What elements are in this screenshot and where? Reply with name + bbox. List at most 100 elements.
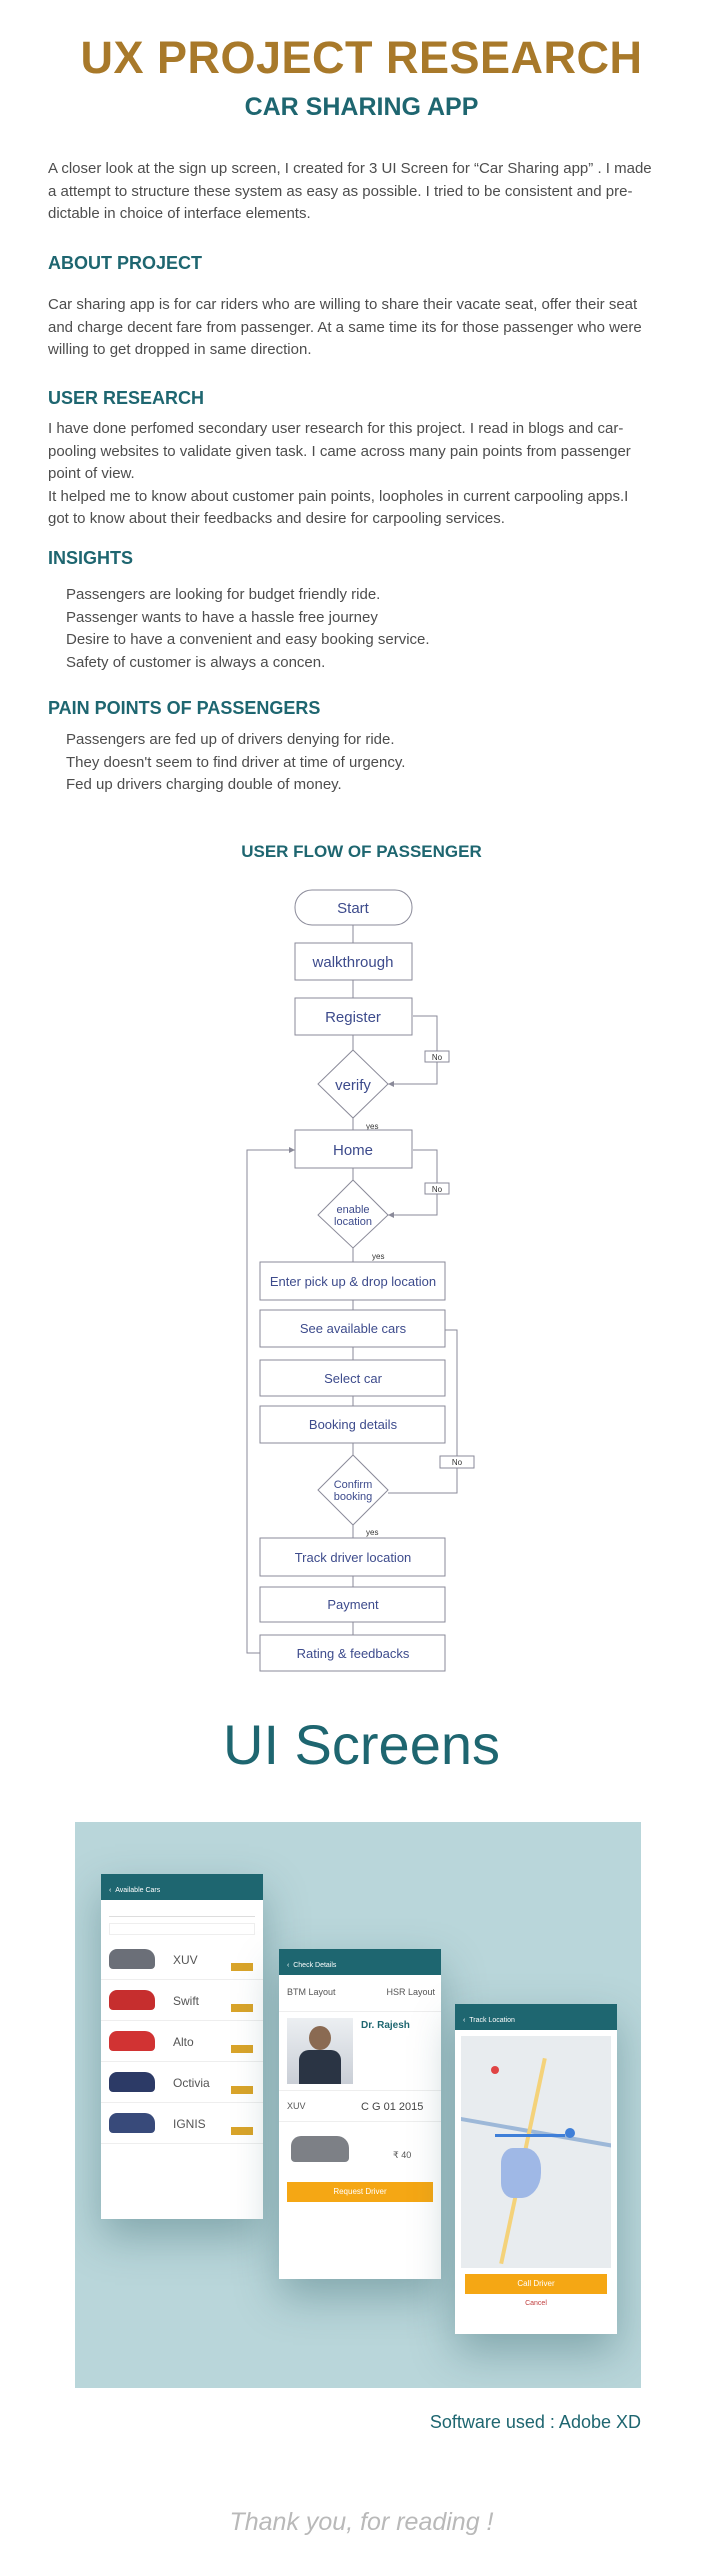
intro-line: dictable in choice of interface elements… (48, 205, 311, 222)
route-line (495, 2134, 565, 2137)
screen-header: ‹ Check Details (279, 1957, 441, 1975)
page-subtitle: CAR SHARING APP (244, 93, 479, 121)
status-bar (101, 1874, 263, 1882)
car-image (109, 1990, 155, 2010)
flow-node-start: Start (337, 900, 370, 917)
flow-node-rating: Rating & feedbacks (297, 1646, 410, 1661)
book-button (231, 2127, 253, 2135)
flow-label-yes: yes (366, 1528, 378, 1537)
driver-suit (299, 2050, 341, 2084)
status-bar (279, 1949, 441, 1957)
list-item: Passenger wants to have a hassle free jo… (66, 608, 378, 626)
intro-paragraph: A closer look at the sign up screen, I c… (48, 158, 688, 226)
map-lake (501, 2148, 541, 2198)
car-image (109, 2072, 155, 2092)
page-title: UX PROJECT RESEARCH (80, 32, 643, 83)
flow-node-payment: Payment (327, 1597, 379, 1612)
car-name: Alto (173, 2035, 194, 2049)
car-plate: C G 01 2015 (361, 2101, 424, 2113)
car-image (109, 2113, 155, 2133)
research-line: pooling websites to validate given task.… (48, 442, 631, 460)
list-item: Fed up drivers charging double of money. (66, 776, 342, 793)
list-item: XUV (101, 1939, 263, 1980)
search-bar (109, 1906, 255, 1917)
car-detail-row: XUV C G 01 2015 (279, 2091, 441, 2122)
screen-header-title: Track Location (469, 2017, 515, 2024)
about-line: and charge decent fare from passenger. A… (48, 318, 642, 336)
cancel-link: Cancel (525, 2300, 547, 2307)
pain-points-list: Passengers are fed up of drivers denying… (66, 729, 686, 797)
screen-track-location: ‹ Track Location Call Driver Cancel (455, 2004, 617, 2334)
research-line: point of view. (48, 465, 135, 482)
screen-header: ‹ Available Cars (101, 1882, 263, 1900)
car-model: XUV (287, 2101, 306, 2111)
flow-node-confirm: Confirm (334, 1479, 373, 1491)
research-line: I have done perfomed secondary user rese… (48, 420, 624, 437)
driver-photo (287, 2018, 353, 2084)
ui-mockup-showcase: ‹ Available Cars XUV Swift Alto Octivia … (75, 1822, 641, 2388)
car-name: Swift (173, 1994, 200, 2008)
location-field (109, 1923, 255, 1935)
flow-node-register: Register (325, 1009, 381, 1026)
car-fare-row: ₹ 40 (279, 2122, 441, 2178)
book-button (231, 1963, 253, 1971)
research-paragraph: I have done perfomed secondary user rese… (48, 418, 688, 531)
list-item: Passengers are fed up of drivers denying… (66, 731, 395, 748)
car-image (109, 1949, 155, 1969)
flow-node-verify: verify (335, 1077, 371, 1094)
car-name: Octivia (173, 2076, 210, 2090)
thank-you-note: Thank you, for reading ! (229, 2508, 494, 2536)
about-paragraph: Car sharing app is for car riders who ar… (48, 294, 688, 362)
intro-line: A closer look at the sign up screen, I c… (48, 160, 652, 177)
ui-screens-title: UI Screens (223, 1713, 500, 1776)
about-heading: ABOUT PROJECT (48, 253, 203, 273)
list-item: IGNIS (101, 2103, 263, 2144)
list-item: Swift (101, 1980, 263, 2021)
flow-node-home: Home (333, 1142, 373, 1159)
screen-header-title: Check Details (293, 1962, 337, 1969)
research-line: got to know about their feedbacks and de… (48, 510, 505, 527)
call-driver-button: Call Driver (465, 2274, 607, 2294)
insights-list: Passengers are looking for budget friend… (66, 584, 686, 674)
book-button (231, 2045, 253, 2053)
flow-node-location: location (334, 1216, 372, 1228)
map-marker-icon (491, 2066, 499, 2074)
research-line: It helped me to know about customer pain… (48, 487, 629, 505)
route-to: HSR Layout (386, 1987, 435, 1997)
flow-label-no: No (452, 1458, 463, 1467)
screen-check-details: ‹ Check Details BTM Layout HSR Layout Dr… (279, 1949, 441, 2279)
list-item: Desire to have a convenient and easy boo… (66, 631, 430, 648)
list-item: They doesn't seem to find driver at time… (66, 753, 406, 771)
flow-node-select: Select car (324, 1371, 382, 1386)
list-item: Passengers are looking for budget friend… (66, 586, 381, 603)
book-button (231, 2086, 253, 2094)
status-bar (455, 2004, 617, 2012)
car-name: XUV (173, 1953, 198, 1967)
list-item: Octivia (101, 2062, 263, 2103)
location-pin-icon (565, 2128, 575, 2138)
driver-name: Dr. Rajesh (361, 2020, 410, 2031)
screen-header-title: Available Cars (115, 1887, 161, 1894)
map-view (461, 2036, 611, 2268)
flow-node-walkthrough: walkthrough (312, 954, 394, 971)
driver-card: Dr. Rajesh (279, 2012, 441, 2091)
about-line: willing to get dropped in same direction… (48, 341, 312, 358)
insights-heading: INSIGHTS (48, 548, 134, 568)
flow-node-pickup: Enter pick up & drop location (270, 1274, 436, 1289)
user-flow-diagram: Start walkthrough Register verify yes No… (246, 889, 475, 1672)
screen-available-cars: ‹ Available Cars XUV Swift Alto Octivia … (101, 1874, 263, 2219)
flow-node-booking: Booking details (309, 1417, 398, 1432)
list-item: Safety of customer is always a concen. (66, 653, 326, 671)
route-row: BTM Layout HSR Layout (279, 1975, 441, 2012)
intro-line: a attempt to structure these system as e… (48, 182, 633, 200)
software-used: Software used : Adobe XD (429, 2412, 641, 2432)
flow-label-yes: yes (372, 1252, 384, 1261)
car-image (291, 2136, 349, 2162)
request-driver-button: Request Driver (287, 2182, 433, 2202)
flow-label-no: No (432, 1053, 443, 1062)
flow-node-track: Track driver location (295, 1550, 412, 1565)
screen-header: ‹ Track Location (455, 2012, 617, 2030)
car-name: IGNIS (173, 2117, 206, 2131)
flow-label-yes: yes (366, 1122, 378, 1131)
flow-node-confirm-booking: booking (334, 1491, 373, 1503)
